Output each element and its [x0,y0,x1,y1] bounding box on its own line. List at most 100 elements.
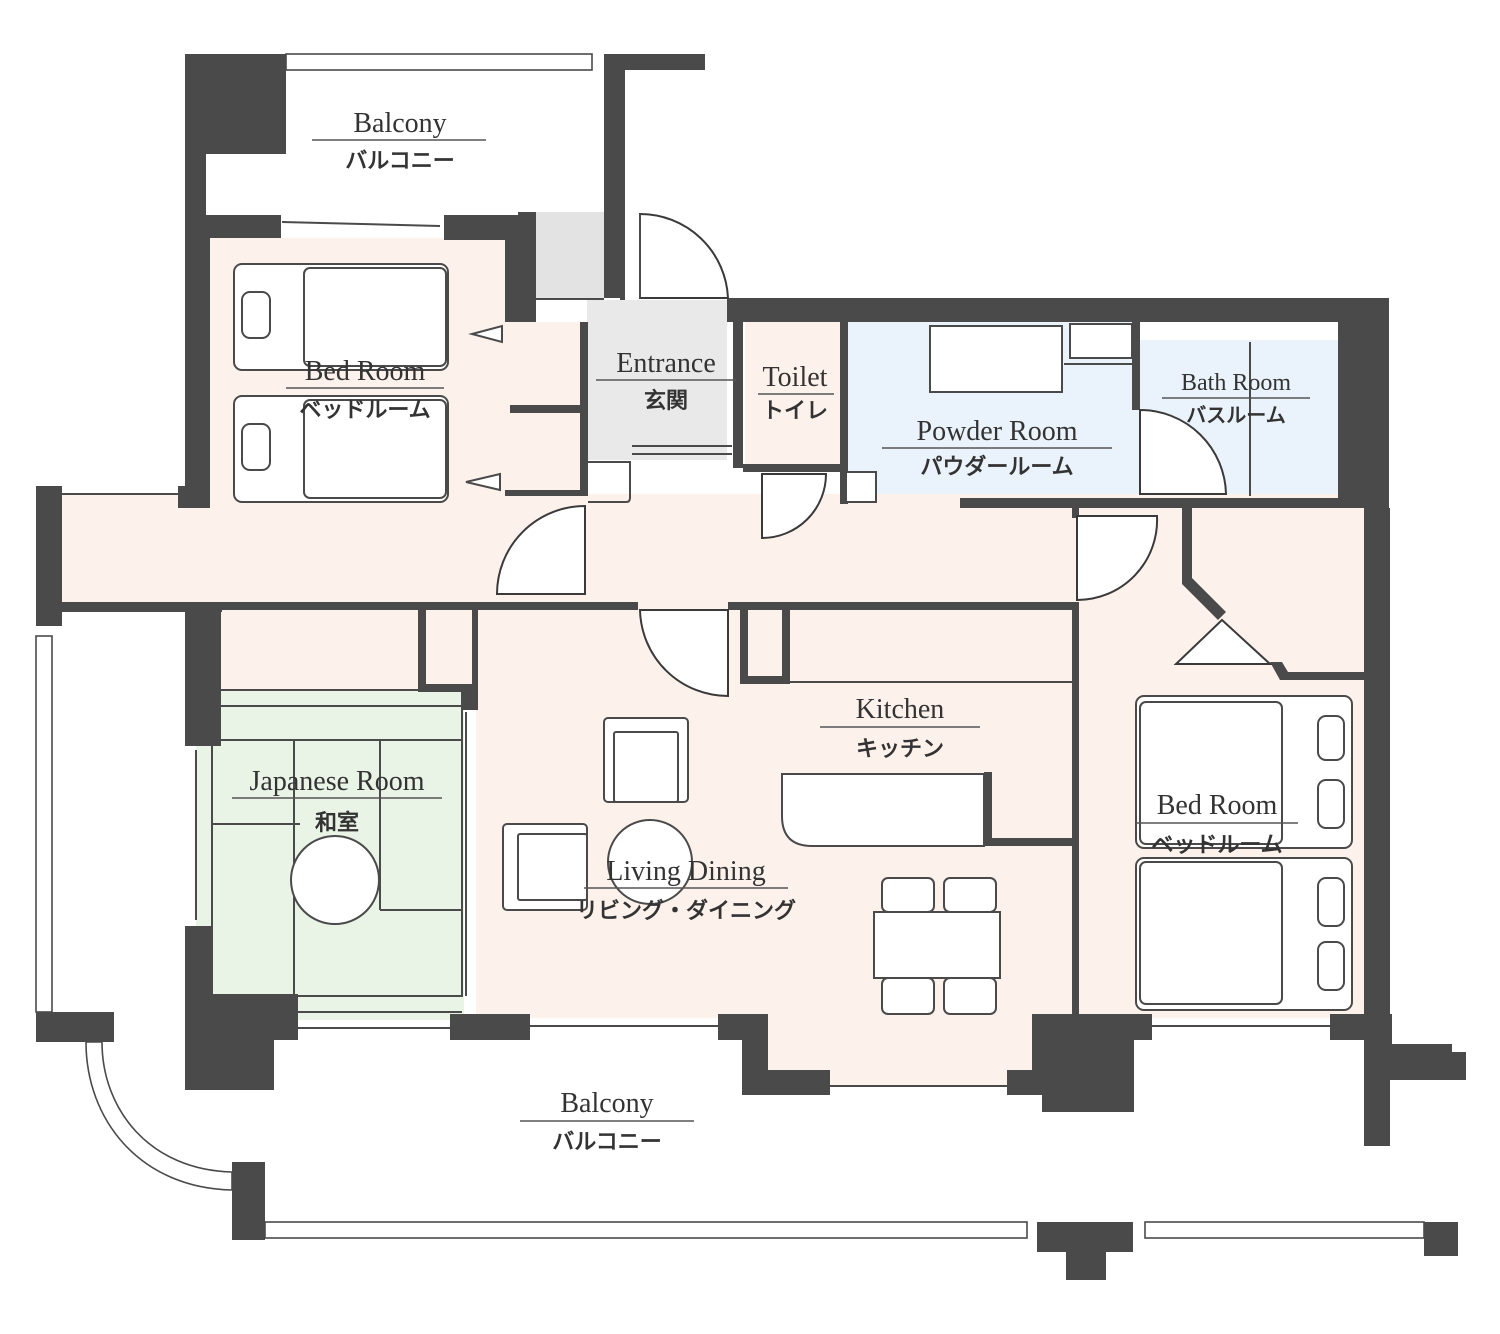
wall-kitchen-fridge-box-right [782,608,790,684]
wall-se-storage-bottom [1270,662,1364,680]
door-bath [1139,408,1228,495]
low-table [290,835,380,925]
label-bath-room: Bath Room バスルーム [1162,370,1310,427]
wall-closet-shelf-1 [510,405,585,413]
label-balcony-top-jp: バルコニー [345,149,455,174]
window-nw-balcony [285,53,593,71]
corridor-floor [60,494,1365,606]
wall-closet-side [580,322,588,494]
label-balcony-top-en: Balcony [353,108,446,139]
wall-corridor-south-left [36,602,222,612]
closet-marker-2 [465,472,501,492]
wall-toilet-east [840,322,848,504]
dining-chair-1 [881,877,935,913]
dining-chair-4 [943,977,997,1015]
label-balcony-bottom-en: Balcony [560,1088,653,1119]
label-balcony-bottom: Balcony バルコニー [520,1088,694,1155]
wall-jroom-sw [185,926,298,1090]
bed-nw-1-pillow [241,291,271,339]
bed-nw-2-mattress [303,399,447,499]
label-bedroom-nw-jp: ベッドルーム [299,398,430,423]
wall-jroom-east [462,690,478,710]
wall-nw-column-base [178,486,210,508]
japanese-room-entry-floor [218,606,476,694]
armchair-top-seat [613,731,679,803]
wall-se-bedroom-west [1072,602,1079,1018]
label-powder-room-en: Powder Room [917,416,1078,447]
kitchen-island [781,773,985,847]
label-bath-room-en: Bath Room [1181,370,1291,396]
label-kitchen-jp: キッチン [856,737,944,762]
armchair-left-seat [517,833,588,901]
label-japanese-room-en: Japanese Room [250,766,425,797]
window-west-long [35,635,53,1013]
label-bath-room-jp: バスルーム [1186,403,1285,427]
wall-kitchen-fridge-box-bottom [740,676,790,684]
wall-east-south [1330,1014,1466,1146]
labels: Balcony バルコニー Bed Room ベッドルーム Entrance 玄… [232,108,1310,1155]
powder-washer [1069,323,1133,359]
wall-closet-bottom [505,490,588,496]
bed-se-2-pillow-2 [1317,941,1345,991]
door-toilet [761,473,828,540]
label-bedroom-nw-en: Bed Room [305,356,426,387]
bed-se-2-mattress [1139,861,1283,1005]
wall-north-long [727,298,1389,322]
coffee-table [607,819,693,905]
label-entrance: Entrance 玄関 [596,348,736,414]
label-entrance-jp: 玄関 [644,388,688,414]
bed-nw-2-pillow [241,423,271,471]
wall-n-divider [444,54,705,322]
railing-south-left [264,1221,1028,1239]
wall-balcony-sw-post [36,1012,114,1042]
label-bedroom-se-jp: ベッドルーム [1151,833,1282,858]
label-living-dining-jp: リビング・ダイニング [576,898,796,924]
label-living-dining-en: Living Dining [606,856,765,887]
bed-se-1-pillow-2 [1317,779,1345,829]
wall-se-bedroom-west-upper [1072,506,1079,518]
wall-jroom-closet-left [418,610,426,690]
door-entrance-front [639,212,730,299]
wall-living-south [718,1014,830,1095]
label-bedroom-se-en: Bed Room [1157,790,1278,821]
wall-kitchen-counter-base [984,838,1074,846]
door-se-storage [1173,618,1273,665]
window-nw-bedroom [281,221,441,227]
door-nw-bedroom [495,504,586,595]
dining-chair-3 [881,977,935,1015]
wall-east-top [1364,298,1389,508]
wall-bath-west [1132,322,1140,410]
wall-se-corner [1007,1014,1152,1112]
bed-se-1-mattress [1139,701,1283,845]
dining-chair-2 [943,877,997,913]
walls [36,54,1466,1280]
wall-bath-east [1338,322,1364,508]
label-balcony-bottom-jp: バルコニー [552,1130,662,1155]
wall-jroom-west-top [185,602,221,746]
wall-se-storage [1182,506,1226,620]
wall-corridor-south-kitchen [728,602,1076,610]
wall-kitchen-counter-edge [984,772,992,844]
label-balcony-top: Balcony バルコニー [312,108,486,174]
wall-balcony-s-post-left [232,1162,265,1240]
wall-powder-bottom [960,498,1364,508]
wall-jroom-south-right [450,1014,530,1040]
label-kitchen-en: Kitchen [856,694,945,725]
wall-jroom-closet-bottom [418,684,478,692]
entrance-shoe-rack [588,461,631,503]
label-kitchen: Kitchen キッチン [820,694,980,762]
wall-kitchen-fridge-box [740,608,748,684]
label-toilet-en: Toilet [763,362,828,393]
bed-se-1-pillow-1 [1317,715,1345,761]
label-toilet: Toilet トイレ [758,362,834,424]
label-living-dining: Living Dining リビング・ダイニング [576,856,796,924]
wall-toilet-bottom [743,464,843,472]
wall-entrance-east [733,322,743,468]
tatami-frame [211,689,463,997]
furniture [195,263,1353,1015]
door-powder [1076,515,1159,602]
bed-se-2-pillow-1 [1317,877,1345,927]
door-living [638,609,729,698]
label-japanese-room: Japanese Room 和室 [232,766,442,836]
